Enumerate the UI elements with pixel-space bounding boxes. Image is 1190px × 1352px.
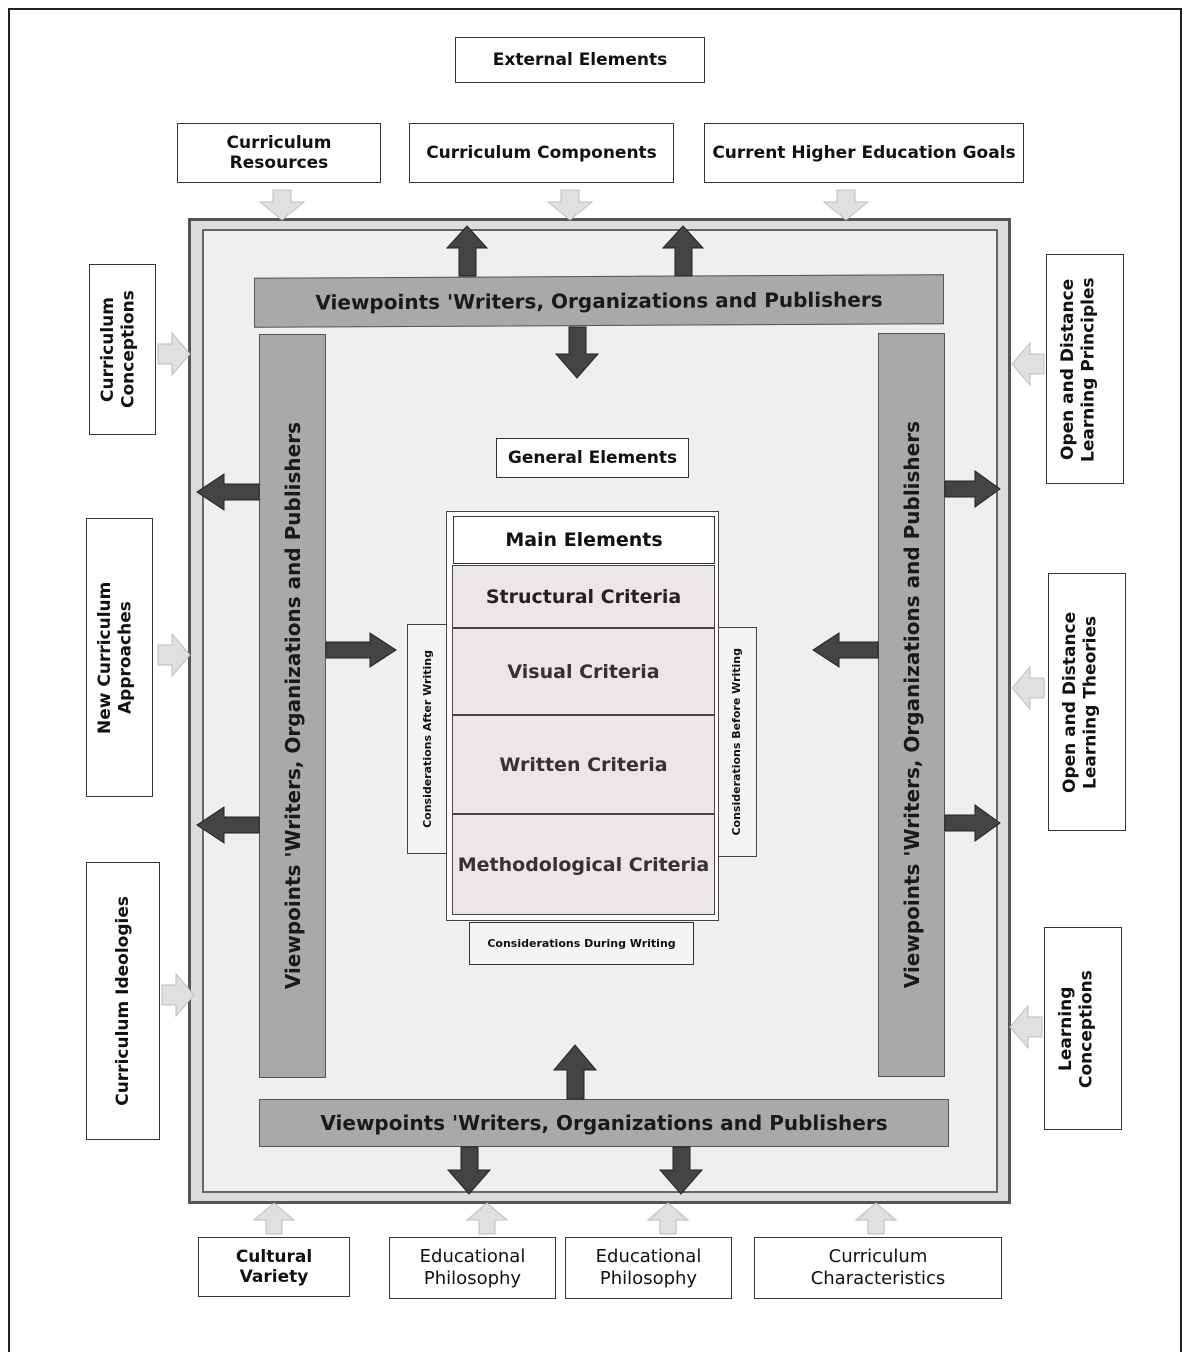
external-elements-box: External Elements xyxy=(455,37,705,83)
higher-education-goals-box: Current Higher Education Goals xyxy=(704,123,1024,183)
arrow-up-icon xyxy=(445,225,489,277)
educational-philosophy-box-2: Educational Philosophy xyxy=(565,1237,732,1299)
arrow-down-icon xyxy=(658,1146,704,1195)
arrow-down-icon xyxy=(554,326,600,379)
arrow-right-icon xyxy=(944,804,1001,842)
bottom-input-arrows xyxy=(252,1202,898,1235)
new-curriculum-approaches-box: New Curriculum Approaches xyxy=(86,518,153,797)
arrow-left-icon xyxy=(1011,665,1045,711)
viewpoint-arrows xyxy=(196,225,1001,1195)
arrow-down-icon xyxy=(822,189,870,221)
methodological-criteria-box: Methodological Criteria xyxy=(452,814,715,915)
viewpoints-label-bottom: Viewpoints 'Writers, Organizations and P… xyxy=(320,1111,888,1135)
arrow-left-icon xyxy=(196,806,260,844)
written-criteria-label: Written Criteria xyxy=(499,753,668,776)
curriculum-characteristics-label: Curriculum Characteristics xyxy=(810,1246,946,1289)
viewpoints-band-right: Viewpoints 'Writers, Organizations and P… xyxy=(878,333,945,1077)
cultural-variety-box: Cultural Variety xyxy=(198,1237,350,1297)
cultural-variety-label: Cultural Variety xyxy=(235,1246,313,1287)
arrow-up-icon xyxy=(252,1202,296,1235)
considerations-after-writing: Considerations After Writing xyxy=(407,624,447,854)
arrow-right-icon xyxy=(161,972,195,1018)
arrow-left-icon xyxy=(1009,1004,1043,1050)
visual-criteria-label: Visual Criteria xyxy=(507,660,660,683)
arrow-up-icon xyxy=(646,1202,690,1235)
main-elements-label: Main Elements xyxy=(505,528,663,551)
considerations-during-label: Considerations During Writing xyxy=(487,936,676,950)
top-input-arrows xyxy=(258,189,870,221)
arrow-left-icon xyxy=(1011,341,1045,387)
arrow-up-icon xyxy=(552,1044,598,1100)
considerations-during-writing: Considerations During Writing xyxy=(469,922,694,965)
curriculum-components-box: Curriculum Components xyxy=(409,123,674,183)
viewpoints-band-bottom: Viewpoints 'Writers, Organizations and P… xyxy=(259,1099,949,1147)
diagram-frame xyxy=(8,8,1182,1352)
arrow-down-icon xyxy=(446,1146,492,1195)
curriculum-resources-box: Curriculum Resources xyxy=(177,123,381,183)
arrow-up-icon xyxy=(854,1202,898,1235)
educational-philosophy-label-1: Educational Philosophy xyxy=(419,1246,526,1289)
viewpoints-band-left: Viewpoints 'Writers, Organizations and P… xyxy=(259,334,326,1078)
higher-education-goals-label: Current Higher Education Goals xyxy=(712,142,1016,163)
arrow-right-icon xyxy=(157,331,191,377)
structural-criteria-label: Structural Criteria xyxy=(485,585,682,608)
odl-theories-box: Open and Distance Learning Theories xyxy=(1048,573,1126,831)
written-criteria-box: Written Criteria xyxy=(452,715,715,814)
curriculum-conceptions-box: Curriculum Conceptions xyxy=(89,264,156,435)
general-elements-box: General Elements xyxy=(496,438,689,478)
arrow-left-icon xyxy=(196,473,260,511)
arrow-right-icon xyxy=(325,632,397,668)
visual-criteria-box: Visual Criteria xyxy=(452,628,715,715)
left-input-arrows xyxy=(157,331,195,1018)
arrow-up-icon xyxy=(661,225,705,277)
educational-philosophy-box-1: Educational Philosophy xyxy=(389,1237,556,1299)
odl-principles-box: Open and Distance Learning Principles xyxy=(1046,254,1124,484)
arrow-down-icon xyxy=(258,189,306,221)
arrow-left-icon xyxy=(812,632,879,668)
curriculum-resources-label: Curriculum Resources xyxy=(226,132,332,173)
arrow-right-icon xyxy=(157,632,191,678)
arrow-down-icon xyxy=(546,189,594,221)
right-input-arrows xyxy=(1009,341,1045,1050)
curriculum-ideologies-box: Curriculum Ideologies xyxy=(86,862,160,1140)
general-elements-label: General Elements xyxy=(507,447,678,468)
main-elements-box: Main Elements xyxy=(453,516,715,564)
learning-conceptions-box: Learning Conceptions xyxy=(1044,927,1122,1130)
educational-philosophy-label-2: Educational Philosophy xyxy=(595,1246,702,1289)
curriculum-components-label: Curriculum Components xyxy=(426,142,657,163)
arrow-right-icon xyxy=(944,470,1001,508)
external-elements-label: External Elements xyxy=(492,49,668,70)
curriculum-characteristics-box: Curriculum Characteristics xyxy=(754,1237,1002,1299)
arrow-up-icon xyxy=(465,1202,509,1235)
structural-criteria-box: Structural Criteria xyxy=(452,565,715,628)
methodological-criteria-label: Methodological Criteria xyxy=(457,853,710,876)
